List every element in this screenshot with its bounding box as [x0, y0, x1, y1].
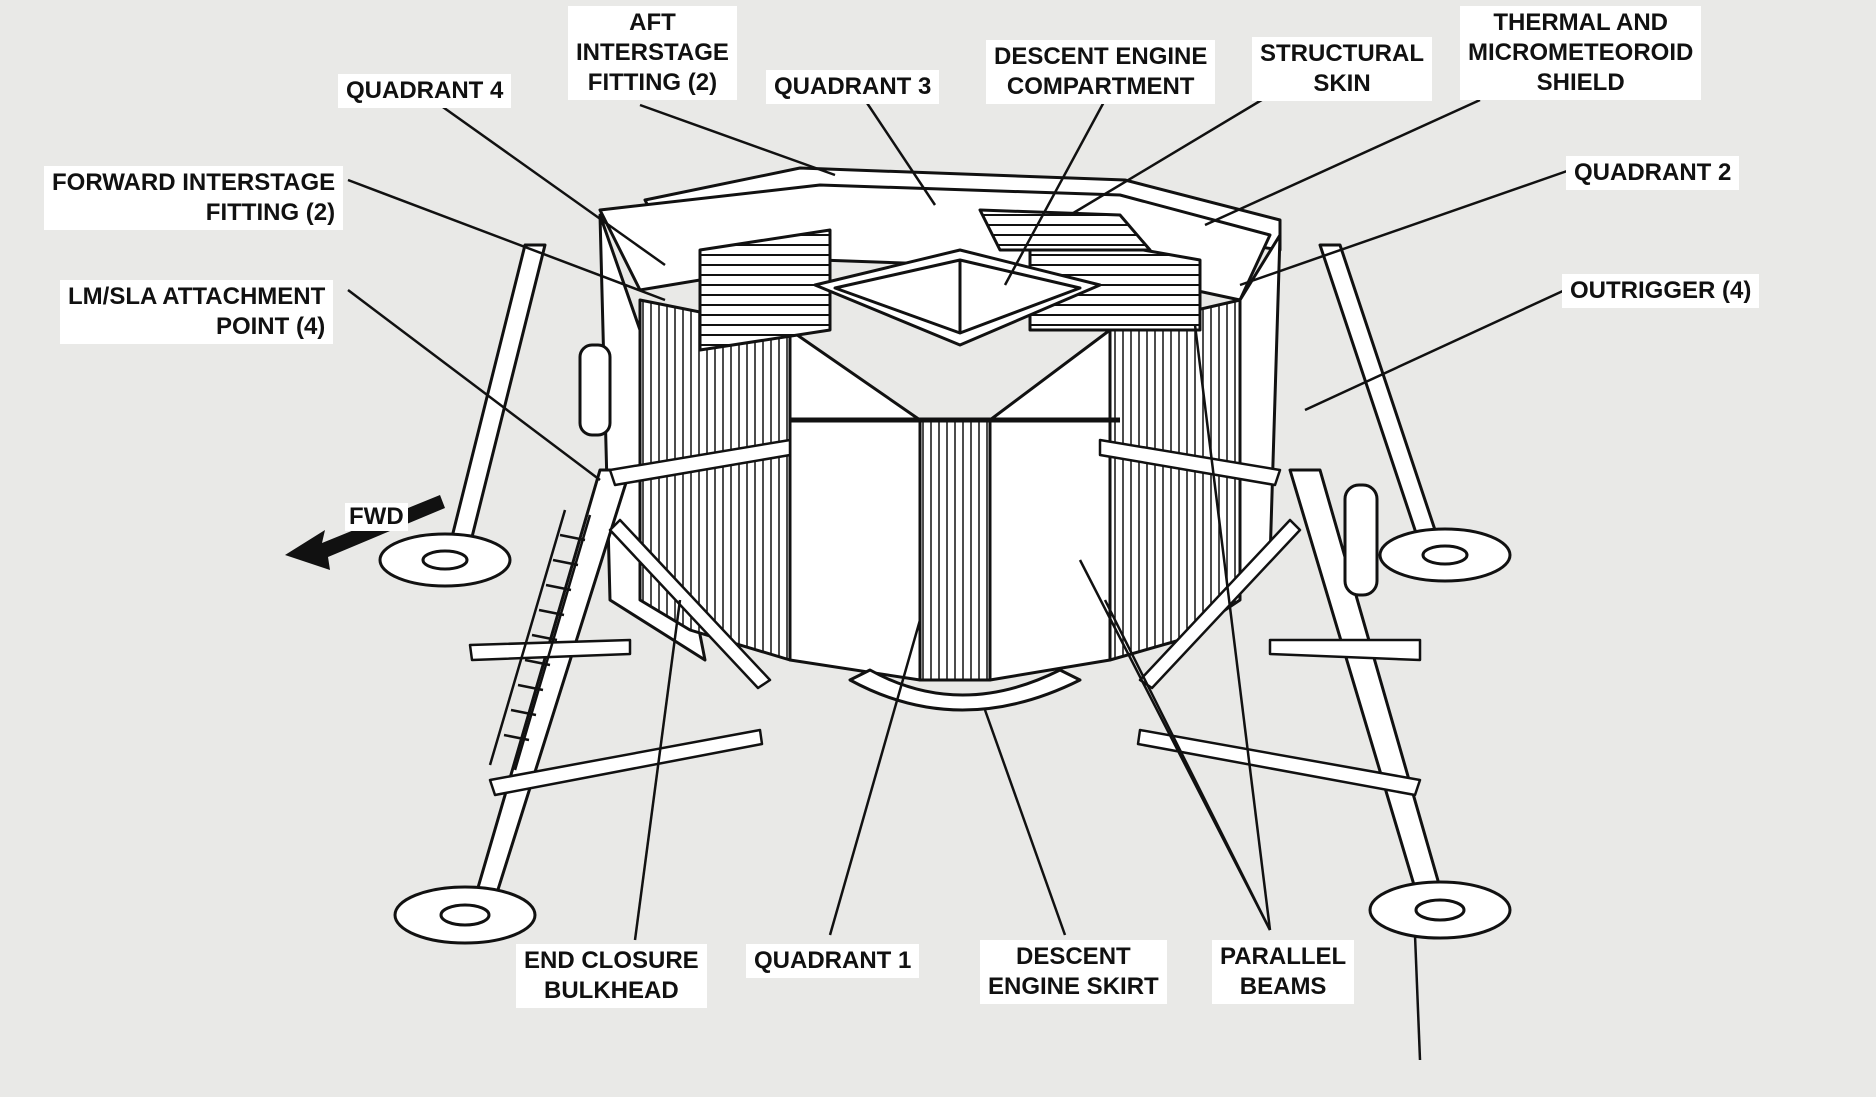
landing-legs [448, 243, 1447, 917]
label-end-closure-bulkhead: END CLOSURE BULKHEAD [516, 944, 707, 1008]
label-structural-skin: STRUCTURAL SKIN [1252, 37, 1432, 101]
label-descent-engine-skirt: DESCENT ENGINE SKIRT [980, 940, 1167, 1004]
label-parallel-beams: PARALLEL BEAMS [1212, 940, 1355, 1004]
label-thermal-micrometeoroid-shield: THERMAL AND MICROMETEOROID SHIELD [1460, 6, 1702, 100]
label-quadrant-1: QUADRANT 1 [746, 944, 920, 978]
label-quadrant-3: QUADRANT 3 [766, 70, 940, 104]
label-outrigger: OUTRIGGER (4) [1562, 274, 1760, 308]
label-forward-interstage-fitting: FORWARD INTERSTAGE FITTING (2) [44, 166, 344, 230]
label-descent-engine-compartment: DESCENT ENGINE COMPARTMENT [986, 40, 1216, 104]
engine-skirt [848, 668, 1082, 712]
ladder [488, 509, 592, 771]
label-quadrant-2: QUADRANT 2 [1566, 156, 1740, 190]
label-quadrant-4: QUADRANT 4 [338, 74, 512, 108]
label-lm-sla-attachment-point: LM/SLA ATTACHMENT POINT (4) [60, 280, 334, 344]
footpads [378, 527, 1512, 945]
label-fwd: FWD [345, 503, 408, 531]
label-aft-interstage-fitting: AFT INTERSTAGE FITTING (2) [568, 6, 737, 100]
secondary-struts [468, 438, 1422, 797]
engine-compartment [813, 248, 1102, 347]
leader-lines [347, 93, 1571, 941]
